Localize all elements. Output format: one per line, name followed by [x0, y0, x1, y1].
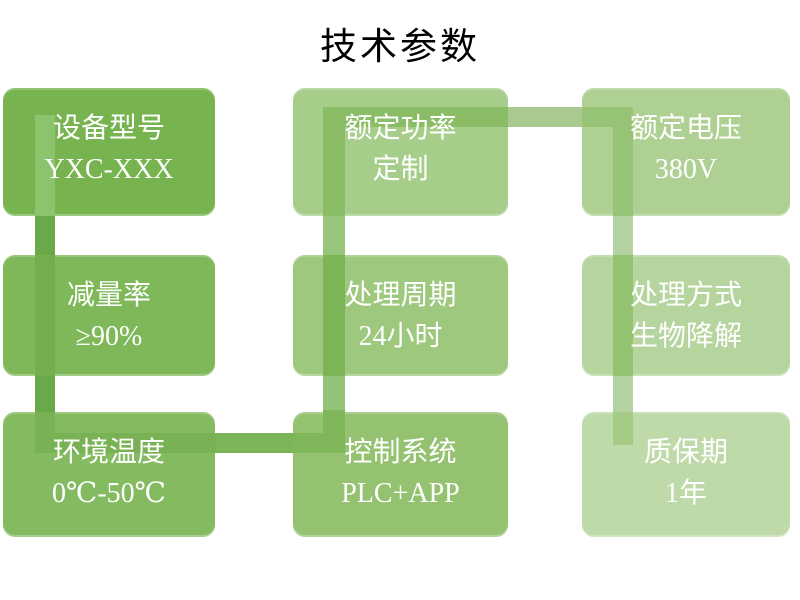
- param-value: PLC+APP: [341, 478, 460, 509]
- param-label: 设备型号: [52, 113, 165, 144]
- param-label: 质保期: [643, 437, 728, 468]
- param-value: YXC-XXX: [44, 154, 174, 185]
- param-value: 0℃-50℃: [52, 478, 166, 509]
- param-label: 环境温度: [52, 437, 165, 468]
- param-label: 处理方式: [629, 280, 742, 311]
- param-value: 生物降解: [629, 321, 742, 352]
- connector-segment: [323, 376, 345, 410]
- connector-segment: [293, 433, 323, 453]
- param-label: 额定功率: [344, 113, 457, 144]
- param-label: 控制系统: [344, 437, 457, 468]
- param-label: 额定电压: [629, 113, 742, 144]
- connector-segment: [35, 376, 55, 412]
- param-value: 1年: [664, 478, 707, 509]
- connector-segment: [323, 107, 345, 216]
- connector-segment: [35, 412, 55, 453]
- param-value: 定制: [372, 154, 429, 185]
- connector-segment: [613, 216, 633, 255]
- connector-segment: [613, 376, 633, 412]
- connector-segment: [35, 216, 55, 255]
- connector-segment: [323, 410, 345, 453]
- connector-segment: [582, 107, 613, 127]
- connector-segment: [35, 255, 55, 376]
- connector-segment: [323, 255, 345, 376]
- param-label: 减量率: [66, 280, 151, 311]
- connector-segment: [613, 255, 633, 376]
- connector-segment: [55, 433, 216, 453]
- param-value: 24小时: [358, 321, 443, 352]
- connector-segment: [508, 107, 582, 127]
- param-label: 处理周期: [344, 280, 457, 311]
- connector-segment: [345, 107, 508, 127]
- param-value: 380V: [654, 154, 718, 185]
- connector-segment: [613, 107, 633, 216]
- connector-segment: [613, 412, 633, 445]
- param-value: ≥90%: [75, 321, 143, 352]
- connector-segment: [323, 216, 345, 255]
- page-title: 技术参数: [320, 26, 480, 67]
- connector-segment: [35, 115, 55, 216]
- connector-segment: [216, 433, 293, 453]
